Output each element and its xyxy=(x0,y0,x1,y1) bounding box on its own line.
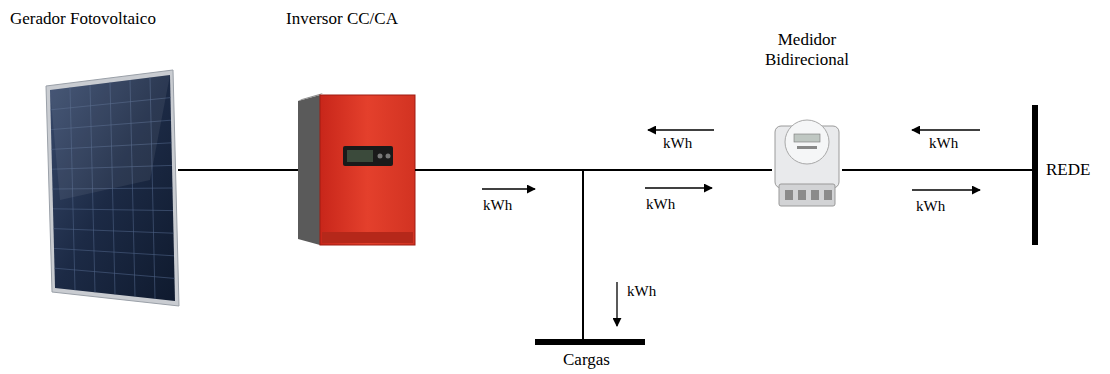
inverter-top xyxy=(298,93,323,101)
flow-arrow xyxy=(616,282,617,326)
flow-arrow xyxy=(648,129,714,130)
meter-terminal xyxy=(785,190,793,200)
grid-bus xyxy=(1032,105,1038,245)
panel-shine xyxy=(50,75,170,200)
component-label: Gerador Fotovoltaico xyxy=(10,9,156,29)
load-bus xyxy=(535,339,645,345)
inverter-base xyxy=(322,232,413,243)
wire xyxy=(415,170,583,339)
component-label: REDE xyxy=(1046,160,1090,180)
flow-arrow xyxy=(645,187,712,188)
cell-line xyxy=(54,248,174,255)
meter-display xyxy=(794,134,820,142)
flow-label: kWh xyxy=(929,135,958,152)
meter-plate xyxy=(797,146,817,149)
flow-arrow xyxy=(912,189,980,190)
meter xyxy=(775,120,839,206)
meter-terminal xyxy=(811,190,819,200)
inverter-button xyxy=(378,154,383,159)
cell-line xyxy=(54,229,174,234)
inverter-display xyxy=(343,146,393,166)
cell-line xyxy=(53,209,173,211)
flow-label: kWh xyxy=(663,135,692,152)
panel-frame xyxy=(46,70,179,306)
cell-line xyxy=(55,268,175,278)
panel-cells xyxy=(50,75,175,301)
flow-label: kWh xyxy=(483,197,512,214)
inverter-screen xyxy=(347,150,373,162)
inverter xyxy=(298,93,415,245)
pv-generator: Gerador Fotovoltaico xyxy=(48,72,178,306)
flow-label: kWh xyxy=(627,283,656,300)
flow-label: kWh xyxy=(646,196,675,213)
flow-label: kWh xyxy=(916,198,945,215)
bidirectional-meter: Medidor Bidirecional xyxy=(772,120,842,206)
component-label: Inversor CC/CA xyxy=(286,9,398,29)
inverter-side xyxy=(298,95,320,245)
component-label: Cargas xyxy=(563,350,610,370)
meter-terminal xyxy=(824,190,832,200)
loads-bus: Cargas xyxy=(535,339,645,345)
inverter-front xyxy=(320,95,415,245)
flow-arrow xyxy=(912,129,980,130)
inverter-button xyxy=(386,154,391,159)
meter-terminal xyxy=(798,190,806,200)
wire xyxy=(842,169,1032,171)
grid-bus: REDE xyxy=(1032,105,1038,245)
component-label: Medidor Bidirecional xyxy=(752,30,862,70)
pv-panel xyxy=(46,70,179,306)
flow-arrows xyxy=(482,130,980,326)
flow-arrow xyxy=(482,188,535,189)
meter-terminals xyxy=(779,184,835,206)
meter-cover xyxy=(785,120,829,164)
inverter: Inversor CC/CA xyxy=(298,93,415,245)
wire xyxy=(178,169,298,171)
